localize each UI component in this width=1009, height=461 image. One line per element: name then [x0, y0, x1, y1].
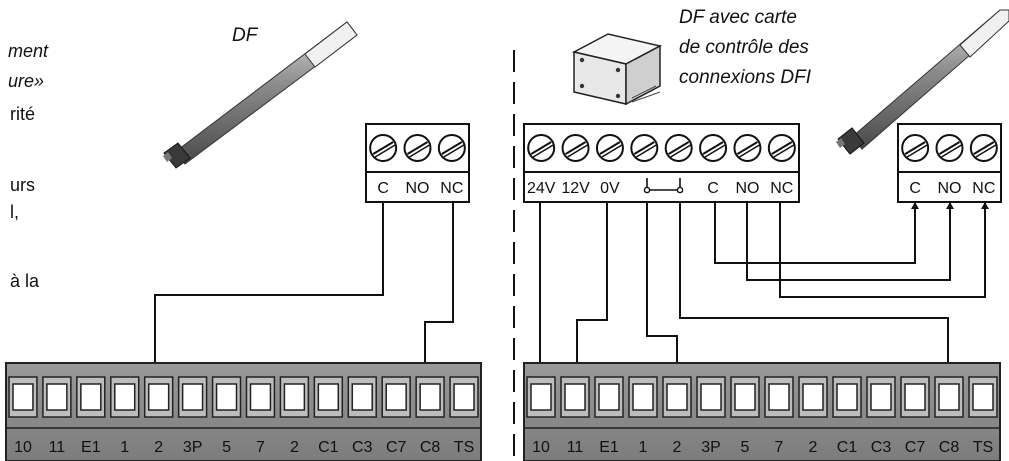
relay-block-right-label: C — [909, 180, 921, 197]
dfi-terminal-block-label: 24V — [527, 180, 556, 197]
control-board-right-terminal: E1 — [594, 376, 624, 456]
wire-0v-to-11 — [573, 197, 611, 389]
relay-block-right-label: NC — [972, 180, 995, 197]
control-board-left-terminal-label: 10 — [14, 439, 32, 456]
wire-c-to-relay-c — [711, 197, 919, 264]
control-board-right-terminal: 2 — [798, 376, 828, 456]
control-board-left-terminal: 1 — [110, 376, 140, 456]
control-board-right-terminal: 11 — [560, 376, 590, 456]
control-board-left: 10 11 E1 1 2 3P 5 7 2 C1 C3 C7 C8 TS — [5, 362, 482, 461]
df-photocell-left: DF — [163, 21, 358, 169]
control-board-right-terminal-label: 2 — [809, 439, 818, 456]
control-board-left-terminal: C1 — [313, 376, 344, 456]
wire-contact-to-2 — [643, 197, 681, 389]
control-board-left-terminal-label: TS — [454, 439, 474, 456]
df-photocell-right — [836, 9, 1009, 155]
dfi-terminal-block: 24V 12V 0V C NO NC — [523, 123, 800, 203]
dfi-title-line-3: connexions DFI — [679, 67, 812, 88]
relay-block-right-label: NO — [938, 180, 962, 197]
control-board-right-terminal-label: 3P — [701, 439, 721, 456]
control-board-right-terminal: C8 — [934, 376, 964, 456]
relay-block-left-label: NC — [440, 180, 463, 197]
contact-symbol — [643, 178, 684, 194]
control-board-left-terminal-label: 1 — [120, 439, 129, 456]
control-board-right-terminal: TS — [968, 376, 998, 456]
control-board-right-terminal: 2 — [662, 376, 692, 456]
control-board-right-terminal: 3P — [696, 376, 726, 456]
control-board-right-terminal-label: 11 — [567, 439, 584, 456]
control-board-left-terminal: 2 — [143, 376, 174, 456]
dfi-control-card: DF avec carte de contrôle des connexions… — [571, 7, 812, 106]
control-board-right-terminal-label: 5 — [741, 439, 750, 456]
control-board-left-terminal: 2 — [279, 376, 310, 456]
control-board-left-terminal: 11 — [42, 376, 72, 456]
control-board-right-terminal-label: C8 — [939, 439, 960, 456]
dfi-terminal-block-label: C — [707, 180, 719, 197]
wire-contact-to-c8 — [676, 197, 952, 389]
control-board-right-terminal-label: C3 — [871, 439, 892, 456]
relay-block-left-label: C — [377, 180, 389, 197]
control-board-left-terminal-label: C1 — [318, 439, 339, 456]
control-board-left-terminal-label: 2 — [154, 439, 163, 456]
control-board-left-terminal-label: C8 — [420, 439, 441, 456]
control-board-right-terminal: C7 — [900, 376, 930, 456]
dfi-title-line-2: de contrôle des — [679, 37, 809, 58]
left-text-line-4: urs — [10, 175, 35, 195]
control-board-left-terminal: C3 — [347, 376, 377, 456]
wire-left-c-to-2 — [151, 197, 387, 389]
left-text-line-6: à la — [10, 271, 40, 291]
control-board-left-terminal: TS — [449, 376, 479, 456]
control-board-left-terminal: 10 — [8, 376, 38, 456]
control-board-left-terminal-label: C7 — [386, 439, 407, 456]
control-board-right-terminal-label: 7 — [775, 439, 784, 456]
control-board-left-terminal-label: E1 — [81, 439, 101, 456]
left-text-line-1: ment — [8, 41, 49, 61]
control-board-right: 10 11 E1 1 2 3P 5 7 2 C1 C3 C7 C8 TS — [523, 362, 1001, 461]
control-board-left-terminal-label: 2 — [290, 439, 299, 456]
control-board-left-terminal-label: C3 — [352, 439, 373, 456]
control-board-right-terminal-label: 1 — [639, 439, 648, 456]
control-board-left-terminal: E1 — [76, 376, 106, 456]
relay-block-right: C NO NC — [897, 123, 1002, 203]
control-board-right-terminal: 10 — [526, 376, 556, 456]
wire-no-to-relay-no — [743, 197, 954, 281]
dfi-terminal-block-label: NC — [770, 180, 793, 197]
wire-nc-to-relay-nc — [776, 197, 989, 298]
control-board-right-terminal-label: TS — [973, 439, 993, 456]
control-board-left-terminal: C7 — [381, 376, 411, 456]
left-text-line-3: rité — [10, 104, 35, 124]
dfi-terminal-block-label: 0V — [600, 180, 620, 197]
control-board-right-terminal-label: 2 — [673, 439, 682, 456]
relay-block-left: C NO NC — [365, 123, 470, 203]
control-board-left-terminal: 7 — [245, 376, 276, 456]
wire-left-nc-to-c8 — [421, 197, 457, 389]
left-text-line-5: l, — [10, 202, 19, 222]
df-title-left: DF — [232, 25, 259, 46]
control-board-right-terminal-label: C1 — [837, 439, 858, 456]
relay-block-left-label: NO — [406, 180, 430, 197]
control-board-left-terminal: 3P — [177, 376, 208, 456]
control-board-right-terminal: 5 — [730, 376, 760, 456]
control-board-right-terminal-label: C7 — [905, 439, 926, 456]
control-board-right-terminal: 7 — [764, 376, 794, 456]
control-board-left-terminal: C8 — [415, 376, 445, 456]
dfi-terminal-block-label: NO — [735, 180, 759, 197]
control-board-right-terminal: 1 — [628, 376, 658, 456]
left-description-text: ment ure» rité urs l, à la — [8, 41, 49, 291]
control-board-right-terminal-label: 10 — [532, 439, 550, 456]
control-board-left-terminal-label: 7 — [256, 439, 265, 456]
control-board-left-terminal: 5 — [211, 376, 242, 456]
control-board-left-terminal-label: 3P — [183, 439, 203, 456]
left-text-line-2: ure» — [8, 71, 44, 91]
dfi-title-line-1: DF avec carte — [679, 7, 797, 28]
control-board-left-terminal-label: 11 — [49, 439, 66, 456]
control-board-right-terminal: C3 — [866, 376, 896, 456]
control-board-left-terminal-label: 5 — [222, 439, 231, 456]
control-board-right-terminal: C1 — [832, 376, 862, 456]
wiring — [151, 197, 989, 389]
control-board-right-terminal-label: E1 — [599, 439, 619, 456]
dfi-terminal-block-label: 12V — [561, 180, 590, 197]
